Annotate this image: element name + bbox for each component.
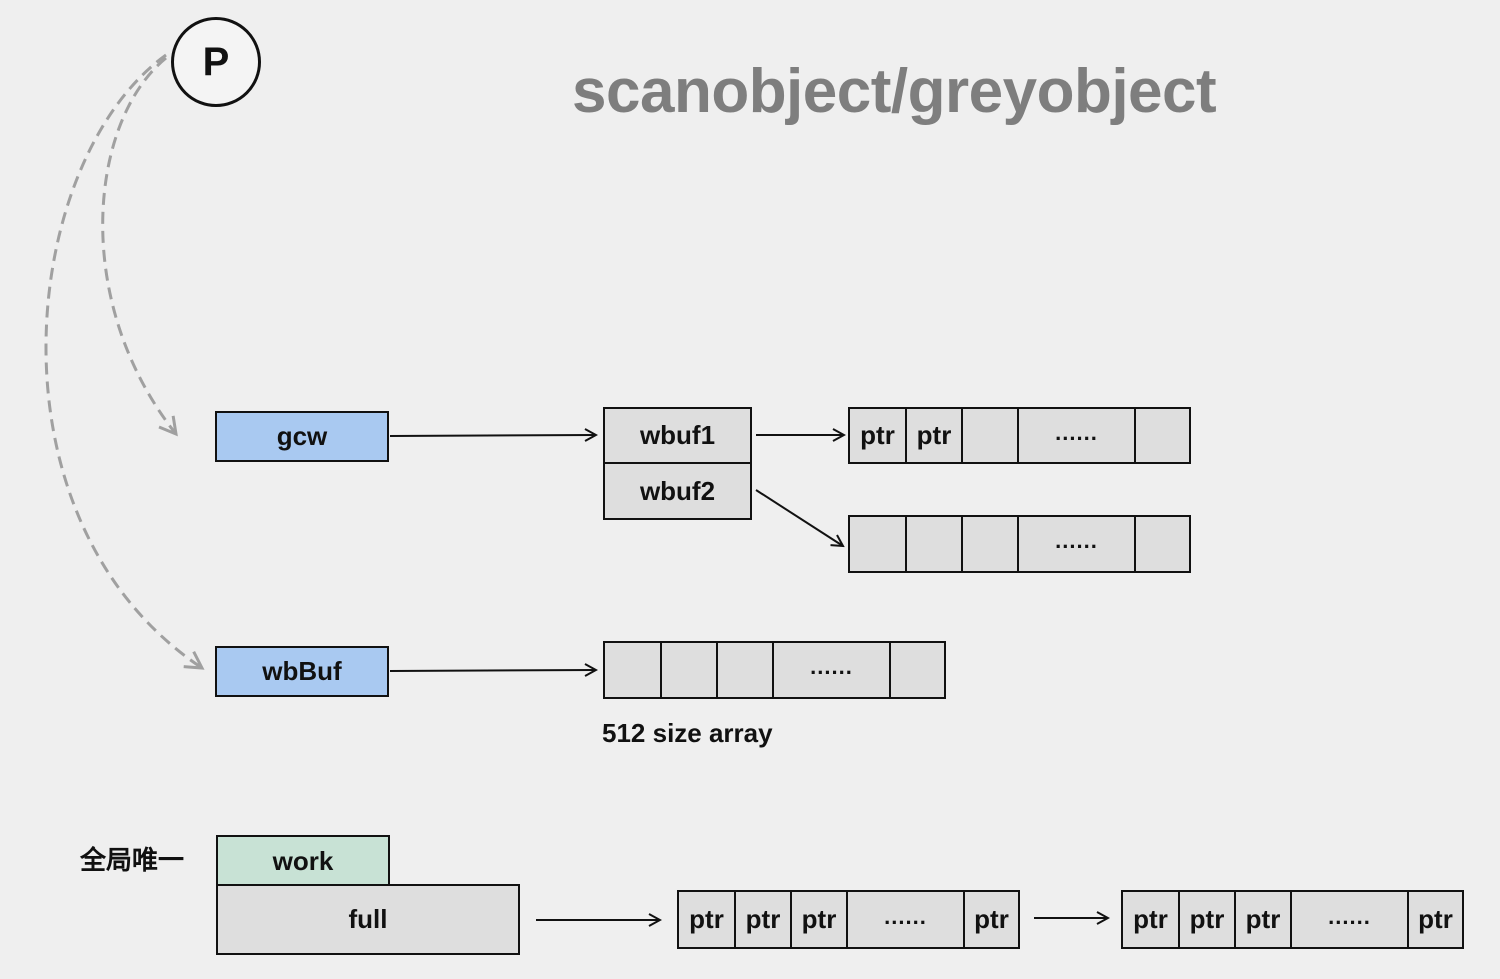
array-cell: ptr [1123, 892, 1180, 947]
global-unique-label: 全局唯一 [80, 845, 185, 875]
wbbuf-box: wbBuf [215, 646, 389, 697]
array-cell [891, 643, 944, 697]
array-cell: ptr [679, 892, 736, 947]
diagram-title: scanobject/greyobject [572, 57, 1217, 126]
array-cell: ptr [1236, 892, 1292, 947]
wbuf2-array: ...... [848, 515, 1191, 573]
array-cell: ptr [907, 409, 963, 462]
array-cell-ellipsis: ...... [1019, 409, 1136, 462]
array-cell: ptr [850, 409, 907, 462]
array-cell [850, 517, 907, 571]
array-cell: ptr [1418, 904, 1453, 934]
array-cell [1136, 409, 1189, 462]
array-cell [963, 517, 1019, 571]
array-size-caption: 512 size array [602, 718, 773, 748]
wbbuf-to-array-arrow [389, 670, 596, 671]
gcw-box: gcw [215, 411, 389, 462]
wbuf2-to-array-arrow [755, 489, 843, 546]
array-cell-ellipsis: ...... [848, 892, 965, 947]
p-node: P [171, 17, 261, 107]
array-cell [963, 409, 1019, 462]
array-cell [907, 517, 963, 571]
gcw-to-wbuf1-arrow [389, 435, 596, 436]
array-cell [662, 643, 718, 697]
array-cell-ellipsis: ...... [774, 643, 891, 697]
p-to-gcw-dashed-arrow [101, 56, 178, 437]
full-box: full [216, 884, 520, 955]
wbuf2-box: wbuf2 [603, 462, 752, 520]
array-cell-ellipsis: ...... [1292, 892, 1409, 947]
array-cell: ptr [974, 904, 1009, 934]
array-cell [1136, 517, 1189, 571]
array-cell [605, 643, 662, 697]
full-list-2: ptr ptr ptr ...... ptr [1121, 890, 1464, 949]
wbuf1-array: ptr ptr ...... [848, 407, 1191, 464]
array-cell-ellipsis: ...... [1019, 517, 1136, 571]
work-box: work [216, 835, 390, 887]
array-cell: ptr [736, 892, 792, 947]
full-list-1: ptr ptr ptr ...... ptr [677, 890, 1020, 949]
array-cell: ptr [792, 892, 848, 947]
p-to-wbbuf-dashed-arrow [44, 53, 205, 670]
array-cell: ptr [1180, 892, 1236, 947]
wbbuf-array: ...... [603, 641, 946, 699]
array-cell [718, 643, 774, 697]
wbuf1-box: wbuf1 [603, 407, 752, 464]
